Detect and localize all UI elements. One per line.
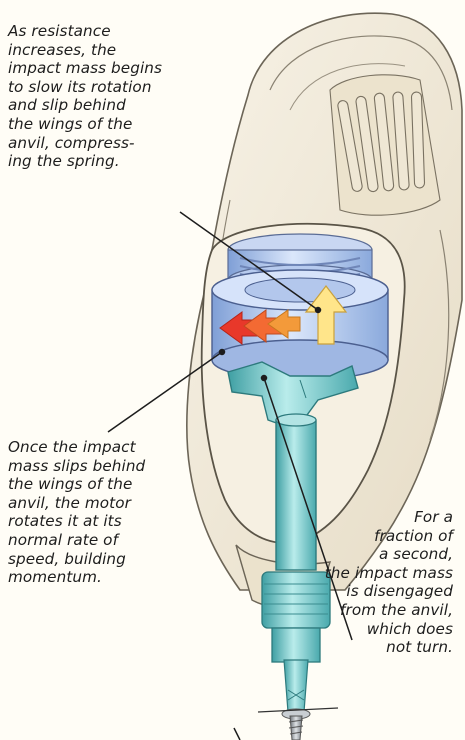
caption-fraction-of-second: For a fraction of a second, the impact m…: [223, 508, 453, 657]
screw: [258, 708, 338, 740]
caption-resistance: As resistance increases, the impact mass…: [8, 22, 248, 171]
leader-bit: [234, 728, 240, 740]
caption-impact-mass-slips: Once the impact mass slips behind the wi…: [8, 438, 228, 587]
driver-bit: [284, 660, 308, 712]
